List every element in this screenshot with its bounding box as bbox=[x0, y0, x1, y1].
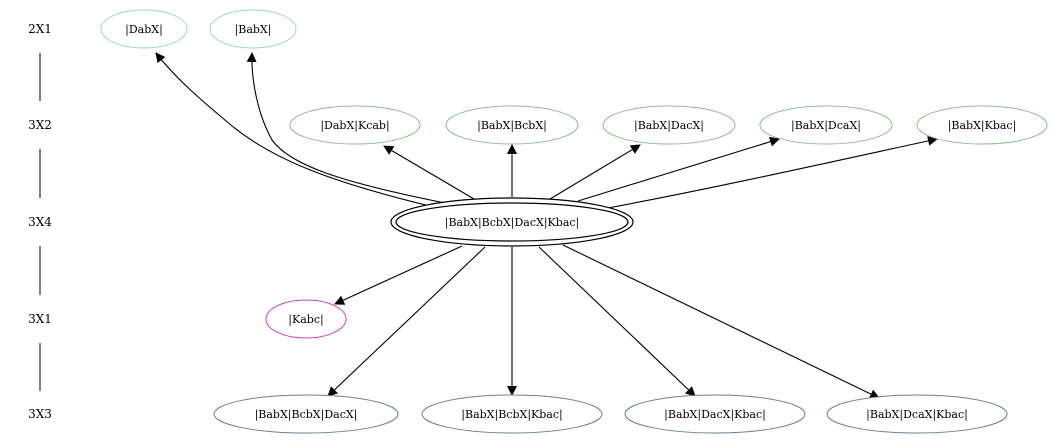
node-shape bbox=[826, 394, 1008, 434]
node-shape bbox=[602, 105, 736, 145]
edge-to-babx-dacx-kbac bbox=[538, 246, 696, 397]
edge-to-dabx-kcab bbox=[383, 145, 475, 200]
node-babx-dacx-kbac[interactable]: |BabX|DacX|Kbac| bbox=[624, 394, 806, 434]
node-label: |BabX|BcbX| bbox=[477, 119, 547, 133]
node-shape bbox=[445, 105, 579, 145]
edge-to-babx-dacx bbox=[549, 144, 641, 200]
node-label: |BabX|BcbX|DacX| bbox=[255, 408, 358, 422]
nodes: |DabX| |BabX| |DabX|Kcab| |BabX|BcbX| |B… bbox=[100, 9, 1048, 434]
node-label: |Kabc| bbox=[288, 313, 323, 327]
rank-label-3x2: 3X2 bbox=[28, 118, 52, 132]
node-shape bbox=[289, 105, 421, 145]
node-label: |DabX|Kcab| bbox=[320, 119, 389, 133]
node-label: |BabX|Kbac| bbox=[948, 119, 1017, 133]
edge-to-kabc bbox=[334, 245, 463, 305]
rank-label-3x3: 3X3 bbox=[28, 407, 52, 421]
edge-to-babx bbox=[246, 52, 446, 204]
node-babx-kbac[interactable]: |BabX|Kbac| bbox=[916, 105, 1048, 145]
edge-to-dabx bbox=[155, 52, 431, 207]
node-babx-dacx[interactable]: |BabX|DacX| bbox=[602, 105, 736, 145]
node-label: |BabX|BcbX|DacX|Kbac| bbox=[445, 216, 580, 230]
node-label: |DabX| bbox=[125, 23, 163, 37]
node-shape-inner bbox=[395, 202, 629, 242]
node-shape bbox=[100, 9, 188, 49]
node-shape bbox=[759, 105, 893, 145]
node-center[interactable]: |BabX|BcbX|DacX|Kbac| bbox=[390, 197, 634, 247]
node-babx-bcbx-dacx[interactable]: |BabX|BcbX|DacX| bbox=[213, 394, 399, 434]
edges bbox=[155, 52, 938, 399]
rank-label-3x4: 3X4 bbox=[28, 215, 52, 229]
node-babx[interactable]: |BabX| bbox=[209, 9, 297, 49]
node-shape bbox=[265, 299, 347, 339]
node-babx-dcax[interactable]: |BabX|DcaX| bbox=[759, 105, 893, 145]
node-dabx-kcab[interactable]: |DabX|Kcab| bbox=[289, 105, 421, 145]
node-label: |BabX|DacX|Kbac| bbox=[664, 408, 766, 422]
node-label: |BabX|DacX| bbox=[634, 119, 704, 133]
node-shape bbox=[209, 9, 297, 49]
node-kabc[interactable]: |Kabc| bbox=[265, 299, 347, 339]
node-shape bbox=[916, 105, 1048, 145]
node-label: |BabX|BcbX|Kbac| bbox=[461, 408, 562, 422]
rank-label-2x1: 2X1 bbox=[28, 22, 52, 36]
node-label: |BabX| bbox=[235, 23, 272, 37]
edge-to-babx-bcbx-dacx bbox=[327, 246, 486, 397]
node-shape-outer bbox=[390, 197, 634, 247]
node-shape bbox=[213, 394, 399, 434]
node-label: |BabX|DcaX| bbox=[791, 119, 861, 133]
node-babx-dcax-kbac[interactable]: |BabX|DcaX|Kbac| bbox=[826, 394, 1008, 434]
rank-axis: 2X1 3X2 3X4 3X1 3X3 bbox=[28, 22, 52, 421]
node-shape bbox=[624, 394, 806, 434]
edge-to-babx-dcax-kbac bbox=[562, 244, 880, 399]
edge-to-babx-kbac bbox=[607, 136, 938, 209]
rank-label-3x1: 3X1 bbox=[28, 312, 52, 326]
edge-to-babx-dcax bbox=[577, 136, 780, 202]
node-dabx[interactable]: |DabX| bbox=[100, 9, 188, 49]
node-label: |BabX|DcaX|Kbac| bbox=[866, 408, 968, 422]
node-babx-bcbx[interactable]: |BabX|BcbX| bbox=[445, 105, 579, 145]
node-babx-bcbx-kbac[interactable]: |BabX|BcbX|Kbac| bbox=[421, 394, 603, 434]
node-shape bbox=[421, 394, 603, 434]
